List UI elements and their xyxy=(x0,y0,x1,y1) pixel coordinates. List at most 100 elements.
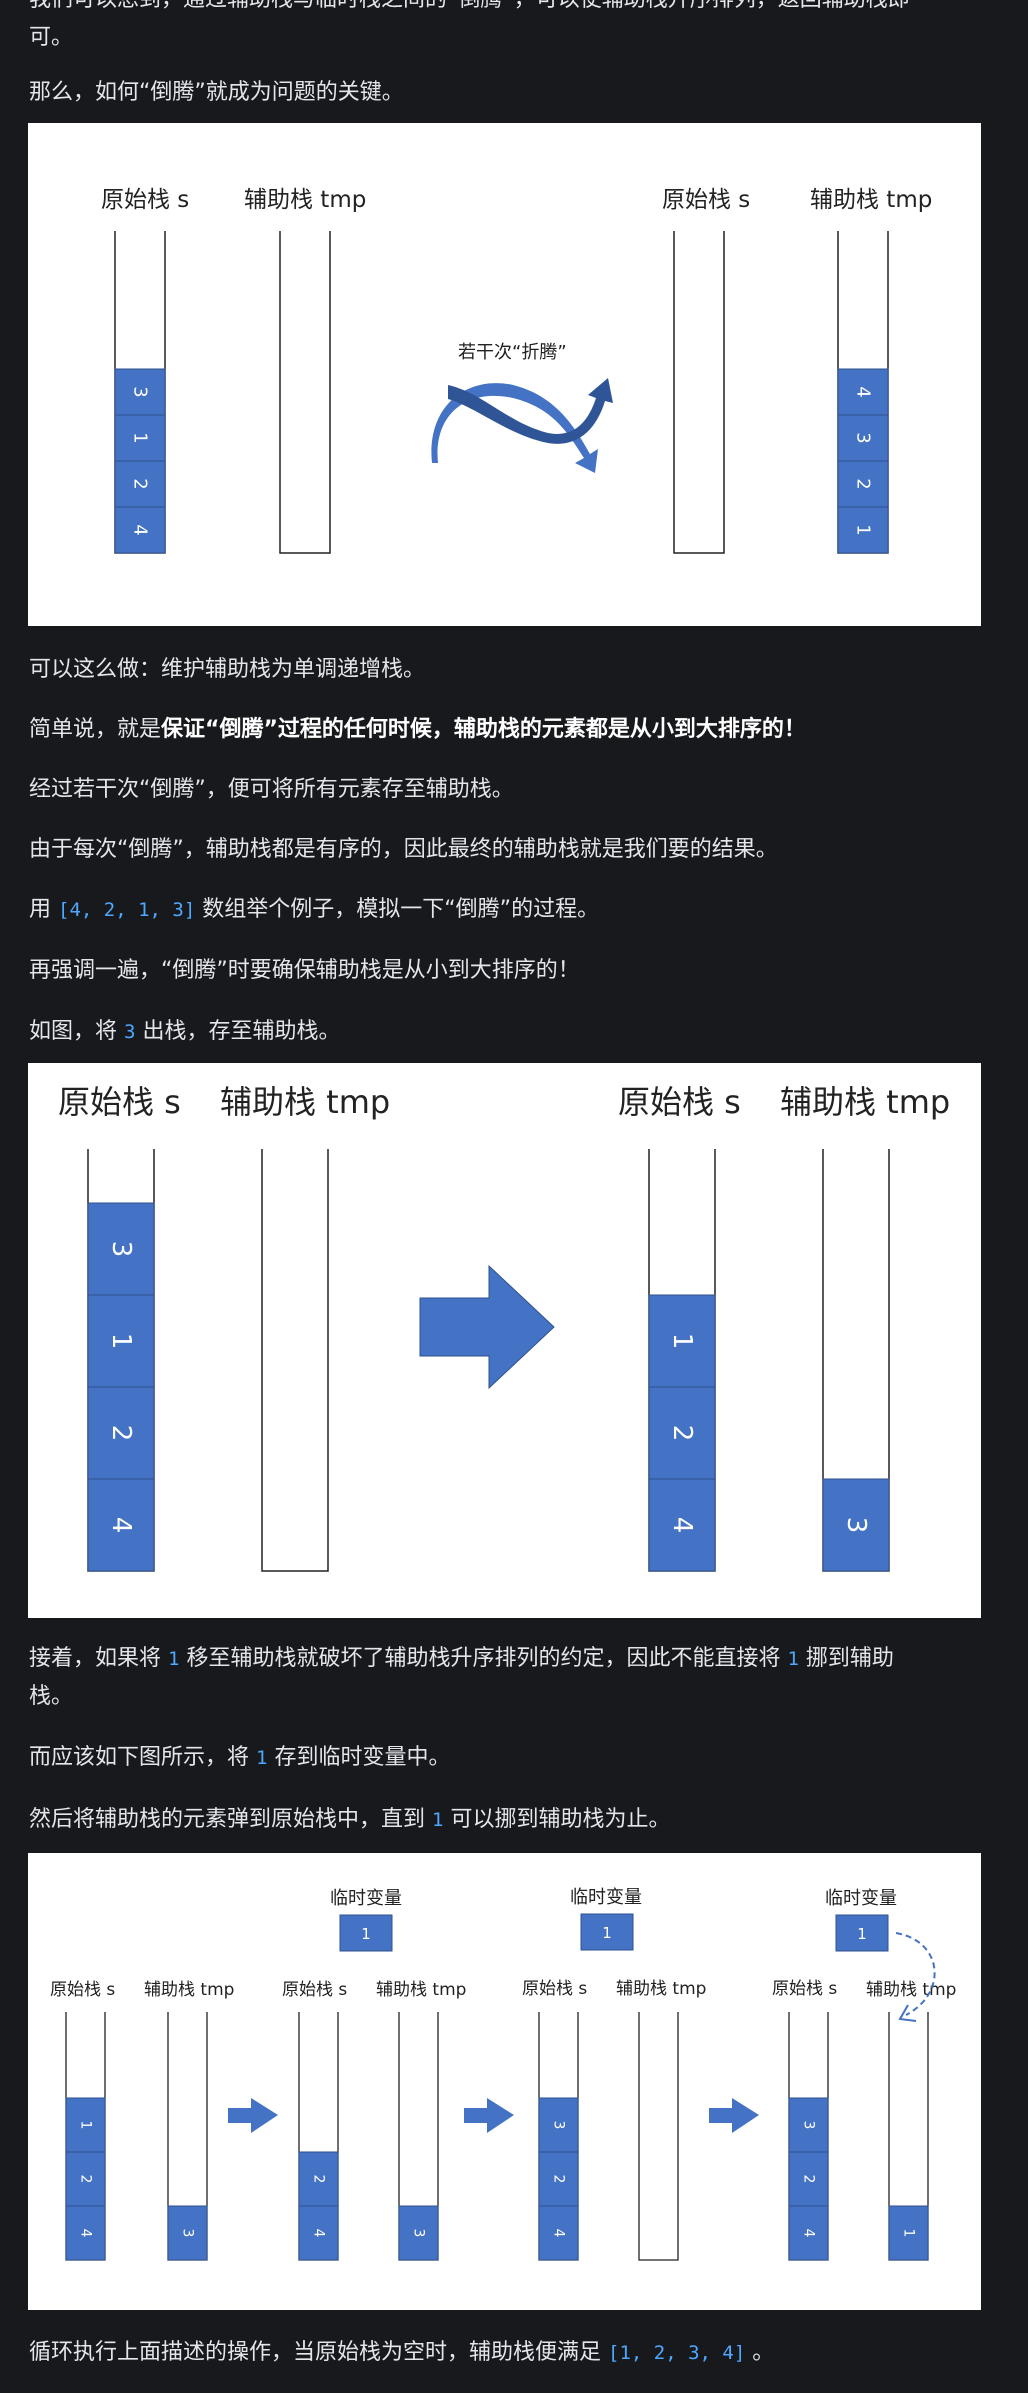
label-original-stack: 原始栈 s xyxy=(662,187,750,213)
inline-code: 1 xyxy=(432,1809,444,1831)
stack-element-label: 1 xyxy=(106,1333,136,1350)
label-original-stack: 原始栈 s xyxy=(50,1980,115,2000)
figure-temp-variable: 临时变量 临时变量 临时变量 1 1 1 原始栈 s 辅助栈 tmp 原始栈 s… xyxy=(28,1853,981,2310)
stack-element-label: 1 xyxy=(78,2121,94,2130)
label-original-stack: 原始栈 s xyxy=(101,187,189,213)
paragraph-then: 然后将辅助栈的元素弹到原始栈中，直到 1 可以挪到辅助栈为止。 xyxy=(29,1807,671,1832)
stack-element-label: 4 xyxy=(801,2229,817,2238)
stack-cells: 1 2 4 xyxy=(648,1294,716,1572)
paragraph-example: 用 [4, 2, 1, 3] 数组举个例子，模拟一下“倒腾”的过程。 xyxy=(29,897,600,922)
stack-container xyxy=(261,1149,329,1572)
temp-variable-value: 1 xyxy=(857,1925,867,1943)
label-aux-stack: 辅助栈 tmp xyxy=(866,1980,956,2000)
paragraph-monotone: 可以这么做：维护辅助栈为单调递增栈。 xyxy=(29,657,426,682)
stack-element xyxy=(114,414,166,462)
stack-element xyxy=(87,1294,155,1388)
stack-element-label: 4 xyxy=(853,386,874,397)
stack-element-label: 2 xyxy=(78,2175,94,2184)
label-aux-stack: 辅助栈 tmp xyxy=(144,1980,234,2000)
right-arrow-icon xyxy=(419,1264,555,1390)
paragraph-after-times: 经过若干次“倒腾”，便可将所有元素存至辅助栈。 xyxy=(29,777,514,802)
stack-element-label: 2 xyxy=(667,1425,697,1442)
stack-element-label: 3 xyxy=(853,432,874,443)
stack-element xyxy=(788,2205,829,2261)
caption-several-times: 若干次“折腾” xyxy=(458,342,567,363)
label-temp-variable: 临时变量 xyxy=(330,1888,402,1909)
swap-arrows-icon xyxy=(431,378,613,473)
inline-code: [1, 2, 3, 4] xyxy=(608,2342,746,2364)
stack-element xyxy=(648,1386,716,1480)
stack-cells: 3 xyxy=(822,1478,890,1572)
stack-element-label: 3 xyxy=(180,2229,196,2238)
stack-element-label: 2 xyxy=(551,2175,567,2184)
stack-element-label: 2 xyxy=(311,2175,327,2184)
right-arrow-icon xyxy=(709,2098,759,2133)
stack-element-label: 3 xyxy=(841,1517,871,1534)
right-arrow-icon xyxy=(228,2098,278,2133)
stack-element xyxy=(87,1202,155,1296)
paragraph-simply: 简单说，就是保证“倒腾”过程的任何时候，辅助栈的元素都是从小到大排序的！ xyxy=(29,717,806,742)
stack-container xyxy=(638,2012,679,2261)
stack-element xyxy=(87,1478,155,1572)
right-arrow-icon xyxy=(464,2098,514,2133)
stack-element xyxy=(788,2151,829,2207)
stack-element xyxy=(822,1478,890,1572)
stack-element xyxy=(538,2151,579,2207)
stack-element-label: 1 xyxy=(853,524,874,535)
stack-element xyxy=(398,2205,439,2261)
stack-element-label: 4 xyxy=(78,2229,94,2238)
inline-code: 1 xyxy=(256,1747,268,1769)
dashed-curve-arrow-icon xyxy=(895,1932,936,2016)
paragraph-intro: 我们可以想到，通过辅助栈与临时栈之间的“倒腾”，可以使辅助栈升序排列，返回辅助栈… xyxy=(29,0,910,50)
temp-variable-box xyxy=(835,1914,889,1952)
stack-element xyxy=(538,2097,579,2153)
label-aux-stack: 辅助栈 tmp xyxy=(810,187,932,213)
paragraph-figure-two-intro: 如图，将 3 出栈，存至辅助栈。 xyxy=(29,1019,341,1044)
stack-element-label: 4 xyxy=(551,2229,567,2238)
label-original-stack: 原始栈 s xyxy=(58,1083,181,1121)
temp-variable-value: 1 xyxy=(361,1925,371,1943)
stack-element xyxy=(298,2151,339,2207)
stack-element-label: 4 xyxy=(667,1517,697,1534)
stack-element xyxy=(167,2205,208,2261)
stack-element xyxy=(298,2205,339,2261)
stack-element xyxy=(837,368,889,416)
stack-element-label: 2 xyxy=(801,2175,817,2184)
stack-element-label: 3 xyxy=(801,2121,817,2130)
figure-overview-svg: 原始栈 s 辅助栈 tmp 原始栈 s 辅助栈 tmp 3 1 2 4 若干次“折腾”… xyxy=(101,187,932,554)
stack-element-label: 2 xyxy=(130,478,151,489)
paragraph-should: 而应该如下图所示，将 1 存到临时变量中。 xyxy=(29,1745,451,1770)
paragraph-loop: 循环执行上面描述的操作，当原始栈为空时，辅助栈便满足 [1, 2, 3, 4] … xyxy=(29,2340,775,2365)
paragraph-emphasize: 再强调一遍，“倒腾”时要确保辅助栈是从小到大排序的！ xyxy=(29,958,580,983)
inline-code: [4, 2, 1, 3] xyxy=(58,899,196,921)
inline-code: 3 xyxy=(124,1021,136,1043)
stack-element-label: 1 xyxy=(667,1333,697,1350)
stack-element-label: 4 xyxy=(106,1517,136,1534)
stack-element-label: 2 xyxy=(106,1425,136,1442)
stack-element-label: 3 xyxy=(551,2121,567,2130)
stack-element xyxy=(538,2205,579,2261)
stack-element xyxy=(837,460,889,508)
stack-element-label: 2 xyxy=(853,478,874,489)
stack-element xyxy=(114,506,166,554)
label-aux-stack: 辅助栈 tmp xyxy=(244,187,366,213)
label-original-stack: 原始栈 s xyxy=(522,1979,587,1999)
figure-overview: 原始栈 s 辅助栈 tmp 原始栈 s 辅助栈 tmp 3 1 2 4 若干次“折腾”… xyxy=(28,123,981,626)
stack-cells: 4 3 2 1 xyxy=(837,368,889,554)
label-aux-stack: 辅助栈 tmp xyxy=(616,1979,706,1999)
stack-element xyxy=(837,414,889,462)
stack-element-label: 3 xyxy=(411,2229,427,2238)
stack-element-label: 1 xyxy=(901,2229,917,2238)
stack-element xyxy=(65,2205,106,2261)
stack-element-label: 3 xyxy=(130,386,151,397)
inline-code: 1 xyxy=(787,1648,799,1670)
paragraph-next-step: 接着，如果将 1 移至辅助栈就破坏了辅助栈升序排列的约定，因此不能直接将 1 挪… xyxy=(29,1646,894,1709)
label-aux-stack: 辅助栈 tmp xyxy=(780,1083,950,1121)
label-aux-stack: 辅助栈 tmp xyxy=(376,1980,466,2000)
label-temp-variable: 临时变量 xyxy=(570,1887,642,1908)
stack-element-label: 4 xyxy=(130,524,151,535)
label-aux-stack: 辅助栈 tmp xyxy=(220,1083,390,1121)
